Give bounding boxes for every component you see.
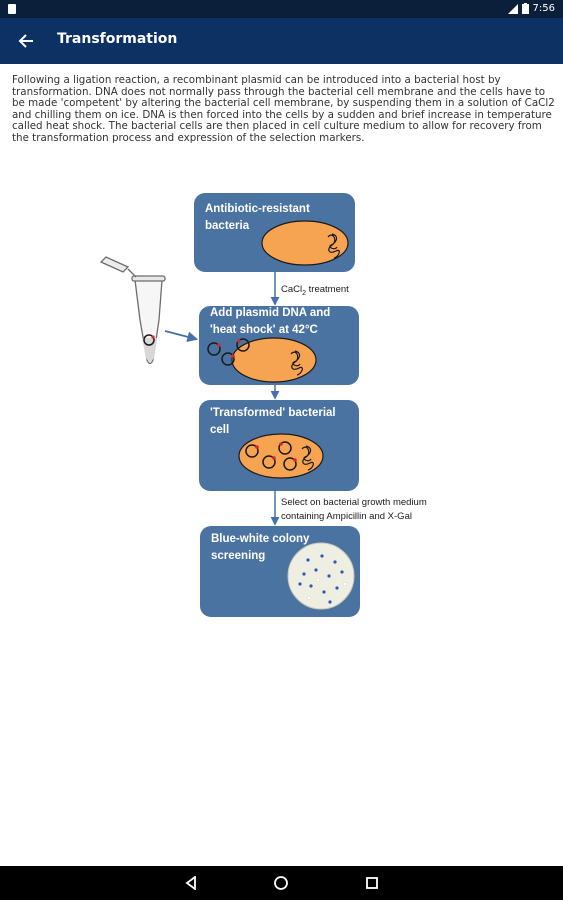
page-title: Transformation [57, 31, 178, 47]
plasmid-icon [245, 444, 259, 458]
chromosome-1 [327, 233, 340, 259]
chromosome-3 [301, 445, 314, 471]
plasmid-icon [278, 441, 292, 455]
plasmid-icon [236, 338, 250, 352]
step-box-2: Add plasmid DNA and 'heat shock' at 42°C [199, 306, 359, 385]
step1-label-line1: Antibiotic-resistant [205, 203, 310, 215]
plasmid-icon [283, 457, 297, 471]
white-colonies [306, 577, 348, 601]
back-button[interactable] [14, 29, 38, 53]
plasmid-icon [262, 455, 276, 469]
arrow1-label: CaCl2 treatment [281, 284, 349, 297]
step-box-4: Blue-white colony screening [200, 526, 360, 617]
step2-label-line2: 'heat shock' at 42°C [210, 324, 318, 336]
app-bar: Transformation [0, 18, 563, 64]
transformation-diagram: Antibiotic-resistant bacteria CaCl2 trea… [99, 193, 427, 617]
bacterium-1 [261, 220, 349, 266]
plasmid-marker [272, 456, 276, 460]
plasmid-marker [255, 445, 259, 449]
plasmid-marker [293, 458, 297, 462]
step-box-1: Antibiotic-resistant bacteria [194, 193, 355, 272]
nav-home-button[interactable] [271, 874, 291, 892]
arrow3-label-line2: containing Ampicillin and X-Gal [281, 511, 412, 522]
cellular-signal-icon [507, 3, 518, 14]
plasmid-marker [217, 343, 221, 347]
nav-back-button[interactable] [181, 874, 201, 892]
chromosome-2 [290, 350, 303, 376]
clock: 7:56 [532, 3, 555, 14]
nav-home-icon [274, 876, 288, 890]
petri-dish [287, 542, 355, 610]
nav-back-icon [185, 876, 196, 890]
plasmid-marker [237, 339, 241, 343]
plasmid-icon [207, 342, 221, 356]
plasmid-icon [221, 352, 235, 366]
arrow3-label-line1: Select on bacterial growth medium [281, 497, 427, 508]
plasmid-marker [231, 354, 235, 358]
blue-colonies [298, 554, 344, 604]
nav-recents-button[interactable] [362, 874, 382, 892]
tube-arrow [164, 330, 199, 343]
bacterium-2 [231, 337, 317, 383]
step3-label-line1: 'Transformed' bacterial [210, 407, 336, 419]
content-area[interactable]: Following a ligation reaction, a recombi… [0, 64, 563, 866]
step4-label-line2: screening [211, 550, 265, 562]
plasmid-marker [279, 442, 283, 446]
tube-icon [99, 256, 166, 365]
intro-paragraph: Following a ligation reaction, a recombi… [12, 74, 555, 144]
step-box-3: 'Transformed' bacterial cell [199, 400, 359, 491]
step4-label-line1: Blue-white colony [211, 533, 310, 545]
sim-card-icon [8, 4, 16, 14]
arrow-back-icon [18, 34, 33, 48]
navigation-bar [0, 866, 563, 900]
step1-label-line2: bacteria [205, 220, 250, 232]
bacterium-3 [238, 433, 324, 479]
step3-label-line2: cell [210, 424, 229, 436]
nav-recents-icon [366, 877, 378, 889]
step2-label-line1: Add plasmid DNA and [210, 307, 330, 319]
battery-icon [521, 3, 529, 14]
status-bar: 7:56 [0, 0, 563, 18]
